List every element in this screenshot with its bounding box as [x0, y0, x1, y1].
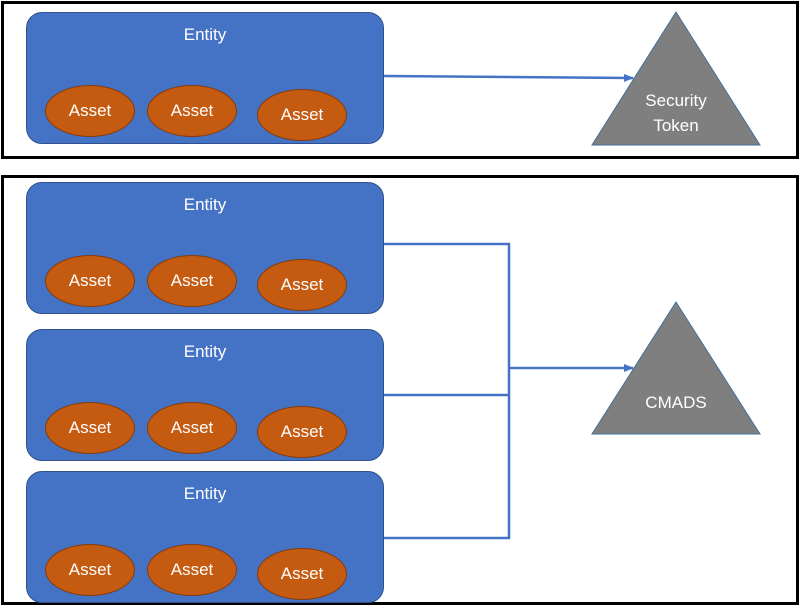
asset-ellipse: Asset — [257, 406, 347, 458]
asset-ellipse: Asset — [45, 544, 135, 596]
asset-ellipse: Asset — [147, 85, 237, 137]
entity-label: Entity — [183, 484, 227, 503]
security-token-line1: Security — [645, 91, 707, 110]
asset-ellipse: Asset — [257, 89, 347, 141]
entity-label: Entity — [183, 342, 227, 361]
asset-ellipse: Asset — [147, 255, 237, 307]
entity-label: Entity — [183, 25, 227, 44]
entity-box: Entity Asset Asset Asset — [26, 329, 384, 461]
asset-ellipse: Asset — [257, 259, 347, 311]
cmads-label: CMADS — [645, 393, 707, 412]
asset-ellipse: Asset — [45, 85, 135, 137]
asset-ellipse: Asset — [147, 544, 237, 596]
asset-ellipse: Asset — [147, 402, 237, 454]
asset-ellipse: Asset — [45, 402, 135, 454]
entity-box: Entity Asset Asset Asset — [26, 471, 384, 603]
entity-box: Entity Asset Asset Asset — [26, 182, 384, 314]
entity-label: Entity — [183, 195, 227, 214]
asset-ellipse: Asset — [257, 548, 347, 600]
entity-box: Entity Asset Asset Asset — [26, 12, 384, 144]
asset-ellipse: Asset — [45, 255, 135, 307]
security-token-line2: Token — [653, 116, 699, 135]
security-token-label: Security Token — [620, 88, 732, 138]
